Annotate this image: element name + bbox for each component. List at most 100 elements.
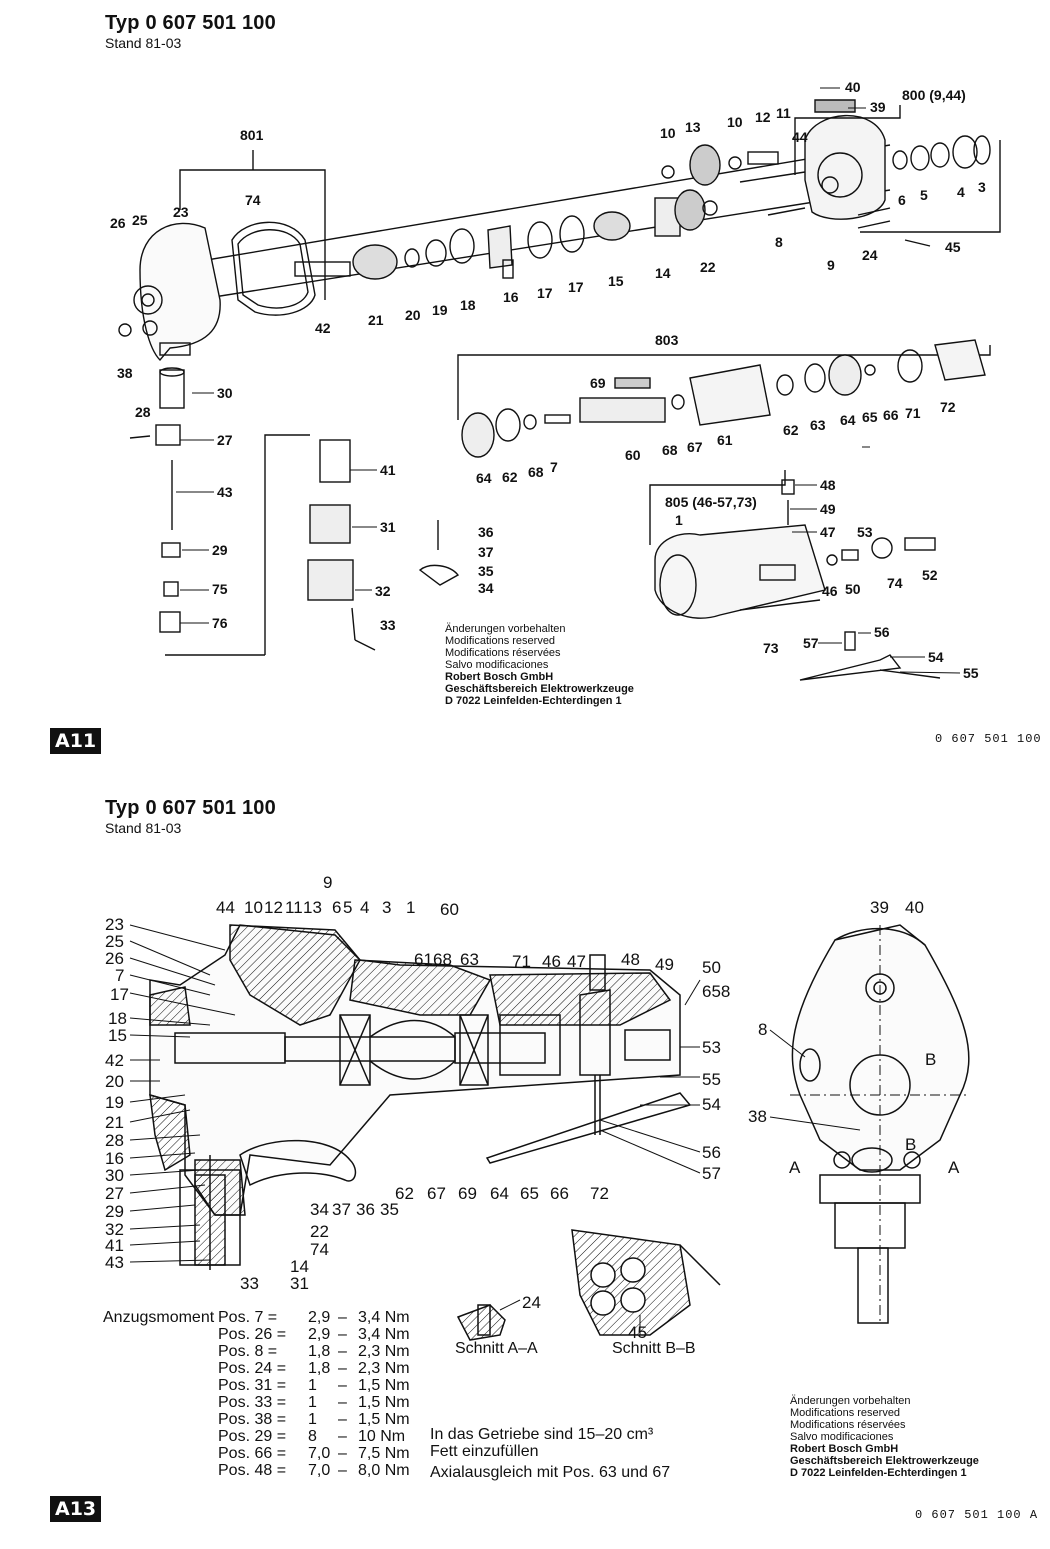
callout-label: 53 (857, 524, 873, 540)
disclaimer-block: Änderungen vorbehalten Modifications res… (790, 1395, 979, 1479)
callout-label: 15 (108, 1026, 127, 1045)
callout-label: 47 (567, 952, 586, 971)
callout-label: 49 (655, 955, 674, 974)
callout-label: 64 (476, 470, 492, 486)
torque-pos: Pos. 66 = (218, 1445, 287, 1462)
torque-from: 1 (308, 1377, 317, 1394)
callout-label: 55 (702, 1070, 721, 1089)
callout-label: 658 (702, 982, 730, 1001)
sectional-view-sheet: Typ 0 607 501 100 Stand 81-03 (0, 775, 1050, 1549)
disclaimer-line: Modifications reserved (790, 1407, 901, 1419)
torque-to: 1,5 Nm (358, 1394, 410, 1411)
callout-label: 66 (550, 1184, 569, 1203)
disclaimer-line: Modifications réservées (790, 1419, 906, 1431)
callout-label: 67 (687, 439, 703, 455)
callout-label: 13 (303, 898, 322, 917)
callout-label: 15 (608, 273, 624, 289)
callout-label: 5 (343, 898, 352, 917)
callout-label: 42 (105, 1051, 124, 1070)
company-address: D 7022 Leinfelden-Echterdingen 1 (790, 1467, 967, 1479)
callout-label: 62 (783, 422, 799, 438)
callout-label: 4 (957, 184, 965, 200)
callout-label: 63 (810, 417, 826, 433)
callout-label: 33 (240, 1274, 259, 1293)
torque-from: 2,9 (308, 1309, 331, 1326)
callout-label: 71 (512, 952, 531, 971)
callout-label: 38 (748, 1107, 767, 1126)
callout-label: 49 (820, 501, 836, 517)
callout-label: 65 (862, 409, 878, 425)
callout-label: 27 (105, 1184, 124, 1203)
callout-label: 41 (105, 1236, 124, 1255)
callout-label: 7 (115, 966, 124, 985)
callout-label: 34 (478, 580, 494, 596)
torque-pos: Pos. 33 = (218, 1394, 287, 1411)
torque-pos: Pos. 29 = (218, 1428, 287, 1445)
torque-from: 7,0 (308, 1445, 331, 1462)
callout-label: 31 (290, 1274, 309, 1293)
callout-label: 42 (315, 320, 331, 336)
callout-label: 55 (963, 665, 979, 681)
callout-label: 46 (822, 583, 838, 599)
callout-label: 10 (244, 898, 263, 917)
sheet-badge: A11 (50, 728, 102, 754)
company-address: D 7022 Leinfelden-Echterdingen 1 (445, 695, 622, 707)
callout-label: 60 (625, 447, 641, 463)
callout-label: 41 (380, 462, 396, 478)
callout-label: 20 (105, 1072, 124, 1091)
callout-label: 35 (380, 1200, 399, 1219)
grease-note: In das Getriebe sind 15–20 cm³ Fett einz… (430, 1426, 653, 1460)
callout-label: 75 (212, 581, 228, 597)
callout-label: 5 (920, 187, 928, 203)
callout-label: 72 (940, 399, 956, 415)
torque-pos: Pos. 24 = (218, 1360, 287, 1377)
callout-label: 74 (245, 192, 261, 208)
callout-label: 45 (945, 239, 961, 255)
callout-label: 65 (520, 1184, 539, 1203)
callout-label: 18 (108, 1009, 127, 1028)
torque-from: 8 (308, 1428, 317, 1445)
callout-label: 16 (105, 1149, 124, 1168)
exploded-view-sheet: Typ 0 607 501 100 Stand 81-03 (0, 0, 1050, 760)
callout-label: 25 (132, 212, 148, 228)
type-heading: Typ 0 607 501 100 (105, 12, 276, 35)
torque-row: Pos. 29 = 8 – 10 Nm (218, 1428, 406, 1445)
callout-label: 32 (375, 583, 391, 599)
torque-row: Pos. 66 = 7,0 – 7,5 Nm (218, 1445, 410, 1462)
callout-label: 20 (405, 307, 421, 323)
callout-label: 36 (478, 524, 494, 540)
grease-note-line: In das Getriebe sind 15–20 cm³ (430, 1426, 654, 1443)
callout-label: 36 (356, 1200, 375, 1219)
torque-to: 8,0 Nm (358, 1462, 410, 1479)
torque-row: Pos. 8 = 1,8 – 2,3 Nm (218, 1343, 410, 1360)
callout-label: 14 (290, 1257, 309, 1276)
disclaimer-line: Modifications réservées (445, 647, 561, 659)
callout-label: 30 (105, 1166, 124, 1185)
sheet-badge: A13 (50, 1496, 102, 1522)
torque-to: 1,5 Nm (358, 1411, 410, 1428)
callout-label: 64 (840, 412, 856, 428)
callout-label: 50 (845, 581, 861, 597)
callout-label: 23 (173, 204, 189, 220)
callout-label: 29 (105, 1202, 124, 1221)
axial-note: Axialausgleich mit Pos. 63 und 67 (430, 1464, 671, 1481)
callout-label: 37 (478, 544, 494, 560)
callout-label: 8 (758, 1020, 767, 1039)
callout-label: 24 (862, 247, 878, 263)
callout-label: 71 (905, 405, 921, 421)
callout-label: 26 (110, 215, 126, 231)
callout-label: 69 (590, 375, 606, 391)
callout-label: 27 (217, 432, 233, 448)
callout-label: 11 (285, 898, 303, 917)
callout-label: 43 (105, 1253, 124, 1272)
document-number: 0 607 501 100 A (915, 1508, 1039, 1522)
torque-to: 2,3 Nm (358, 1343, 410, 1360)
callout-label: 25 (105, 932, 124, 951)
disclaimer-line: Änderungen vorbehalten (445, 623, 566, 635)
callout-label: 40 (845, 79, 861, 95)
callout-label: 73 (763, 640, 779, 656)
stand-date: Stand 81-03 (105, 35, 182, 51)
callout-label: 19 (105, 1093, 124, 1112)
callout-label: 34 (310, 1200, 329, 1219)
callout-label: 68 (528, 464, 544, 480)
